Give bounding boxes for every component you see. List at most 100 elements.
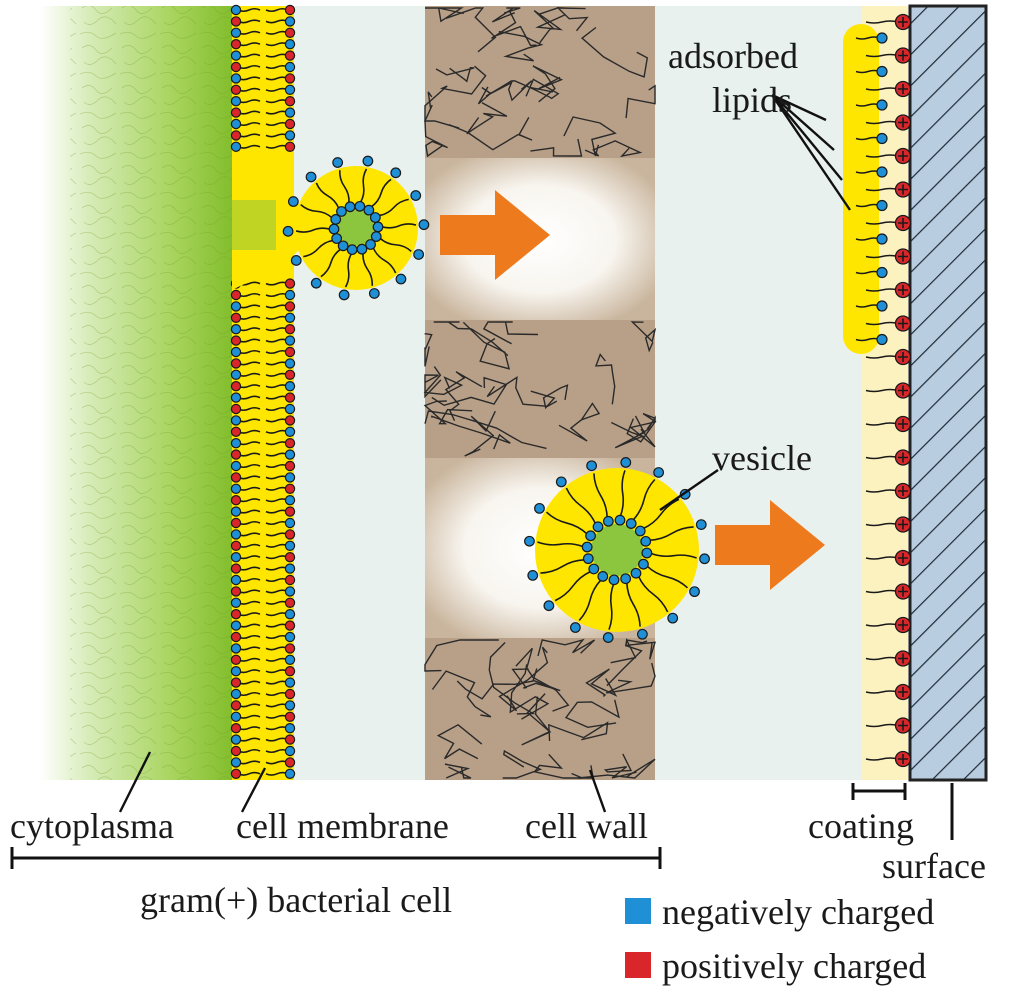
cell-wall [425,6,655,780]
fiber-strand [466,102,508,135]
coating-bracket [851,783,907,800]
lipid-tail [303,239,334,258]
vesicle-lipid-head [344,201,356,213]
vesicle-lipid-head [620,457,632,468]
surface-label: surface [882,846,986,886]
fiber-strand [498,646,549,712]
fiber-strand [431,415,511,450]
vesicle-lipid-head [689,586,700,598]
lipid-tail [265,737,289,742]
membrane-lipid-head [284,392,296,403]
fiber-strand [625,84,656,119]
plus-icon [898,653,908,664]
plus-icon [898,720,908,731]
membrane-lipid-head [230,495,242,506]
lipid-tail [540,559,585,574]
vesicle-lipid-head [640,535,652,547]
lipid-tail [237,384,261,389]
lipid-tail [265,748,289,754]
vesicle-lipid-head [330,214,342,225]
fiber-strand [477,80,539,105]
membrane-lipid-head [230,768,242,780]
plus-icon [898,50,908,61]
fiber-strand [530,138,583,157]
lipid-tail [237,349,261,355]
fiber-strand [424,639,499,672]
lipid-tail [237,657,261,662]
membrane-lipid-head [230,688,242,700]
lipid-tail [237,634,261,640]
lipid-tail [237,589,261,594]
vesicle-lipid-head [356,243,368,255]
fiber-strand [445,7,497,53]
vesicle-lipid-head [625,518,637,529]
lipid-tail [237,623,261,628]
vesicle-core [591,524,643,576]
lipid-tail [865,455,899,460]
lipid-tail [626,582,641,627]
vesicle-lipid-head [695,519,707,531]
lipid-tail [865,690,899,694]
plus-icon [898,251,908,262]
membrane-lipids [230,4,296,780]
lipid-tail [265,600,289,605]
fiber-strand [502,749,543,779]
membrane-lipid-head [230,745,242,757]
vesicle-lipid-head [337,240,349,252]
lipid-tail [379,237,412,252]
lipid-tail [237,292,261,298]
legend-positive-label: positively charged [662,946,926,986]
lipid-tail [865,489,899,493]
lipid-tail [265,760,289,765]
fiber-strand [584,140,643,158]
membrane-lipid-head [230,95,242,107]
plus-icon [898,486,908,496]
lipid-tail [265,281,289,286]
fiber-strand [606,641,656,687]
membrane-lipid-head [284,757,296,768]
adsorbed-lipid-head [876,166,888,178]
fiber-strand [491,11,537,47]
fiber-strand [482,321,539,345]
fiber-strand [423,366,464,396]
lipid-tail [237,133,261,138]
lipid-tail [265,19,289,24]
membrane-lipid-head [284,677,296,688]
lipid-tail [865,422,899,426]
lipid-tail [237,532,261,537]
membrane-lipid-head [230,483,242,494]
lipid-tail [593,473,608,518]
vesicle-lipid-head [413,249,425,260]
plus-icon [898,754,908,764]
vesicle-lipid-head [653,467,665,478]
lipid-tail [265,429,289,434]
lipid-tail [265,771,289,776]
vesicle-lipid-head [395,273,407,285]
lipid-tail [237,714,261,719]
membrane-lipid-head [284,597,296,609]
vesicle-lipid-head [620,573,632,585]
lipid-tail [237,441,261,446]
membrane-lipid-head [284,711,296,723]
membrane-lipid-head [284,620,296,631]
fiber-strand [511,668,561,692]
vesicle-lipid-head [588,563,600,575]
membrane-lipid-head [284,643,296,654]
membrane-lipid-head [284,278,296,289]
vesicle-lipid-head [638,558,649,570]
lipid-tail [646,565,689,589]
membrane-lipid-head [230,107,242,118]
membrane-lipid-head [284,335,296,346]
membrane-lipid-head [230,552,242,563]
lipid-tail [865,288,899,292]
adsorbed-label: adsorbed [668,36,798,76]
membrane-lipid-head [230,643,242,654]
lipid-tail [237,600,261,605]
membrane-lipid-head [230,141,242,152]
lipid-tail [237,144,261,149]
lipid-tail [265,726,289,731]
membrane-lipid-head [284,666,296,677]
vesicle-lipid-head [614,514,626,526]
plus-icon [898,620,908,630]
